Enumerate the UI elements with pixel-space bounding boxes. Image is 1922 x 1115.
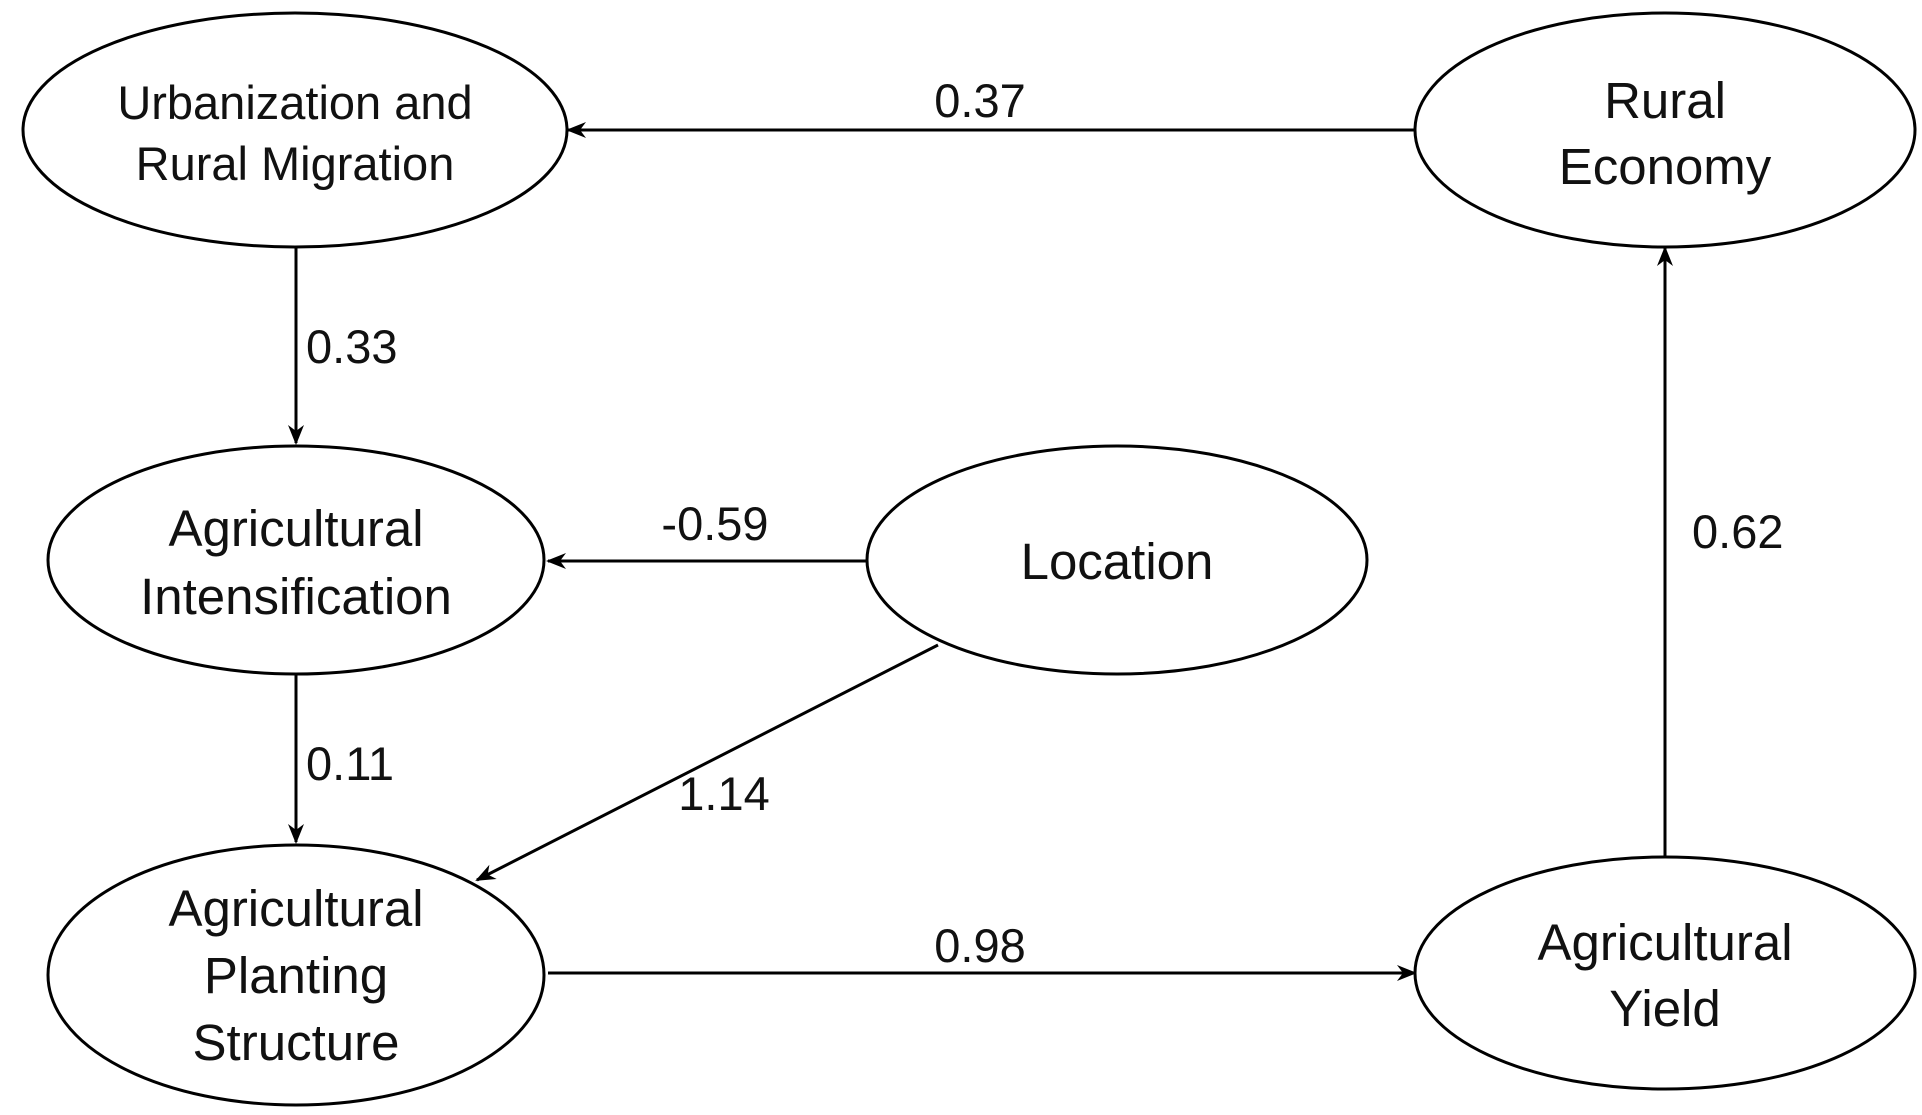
node-planting-structure-line3: Structure bbox=[193, 1014, 400, 1071]
node-location: Location bbox=[865, 444, 1369, 676]
node-urbanization-shape bbox=[21, 11, 569, 249]
node-intensification-line2: Intensification bbox=[140, 568, 452, 625]
edges bbox=[288, 122, 1673, 981]
node-urbanization: Urbanization and Rural Migration bbox=[21, 11, 569, 249]
node-rural-economy-line1: Rural bbox=[1604, 72, 1726, 129]
node-yield-line1: Agricultural bbox=[1537, 914, 1792, 971]
edge-label-location-to-planting: 1.14 bbox=[678, 767, 769, 820]
node-yield-shape bbox=[1413, 855, 1917, 1091]
node-yield: Agricultural Yield bbox=[1413, 855, 1917, 1091]
node-intensification-shape bbox=[46, 444, 546, 676]
node-location-line1: Location bbox=[1021, 533, 1214, 590]
node-urbanization-line1: Urbanization and bbox=[117, 76, 472, 129]
node-yield-line2: Yield bbox=[1609, 980, 1721, 1037]
node-intensification: Agricultural Intensification bbox=[46, 444, 546, 676]
edge-label-intensification-to-planting: 0.11 bbox=[306, 737, 394, 790]
edge-label-location-to-intensification: -0.59 bbox=[661, 497, 768, 550]
edge-location-to-planting bbox=[475, 643, 939, 882]
node-planting-structure-shape bbox=[46, 843, 546, 1107]
edge-label-planting-to-yield: 0.98 bbox=[934, 919, 1025, 972]
node-intensification-line1: Agricultural bbox=[168, 500, 423, 557]
node-planting-structure-line1: Agricultural bbox=[168, 880, 423, 937]
edge-label-yield-to-rural-economy: 0.62 bbox=[1692, 505, 1783, 558]
edge-label-urbanization-to-intensification: 0.33 bbox=[306, 320, 397, 373]
node-rural-economy-line2: Economy bbox=[1559, 138, 1772, 195]
node-planting-structure-line2: Planting bbox=[204, 947, 388, 1004]
edge-labels: 0.37 0.33 -0.59 0.11 1.14 0.98 0.62 bbox=[306, 74, 1783, 972]
edge-label-rural-economy-to-urbanization: 0.37 bbox=[934, 74, 1025, 127]
node-rural-economy: Rural Economy bbox=[1413, 11, 1917, 249]
node-rural-economy-shape bbox=[1413, 11, 1917, 249]
node-urbanization-line2: Rural Migration bbox=[136, 137, 455, 190]
node-planting-structure: Agricultural Planting Structure bbox=[46, 843, 546, 1107]
node-location-shape bbox=[865, 444, 1369, 676]
